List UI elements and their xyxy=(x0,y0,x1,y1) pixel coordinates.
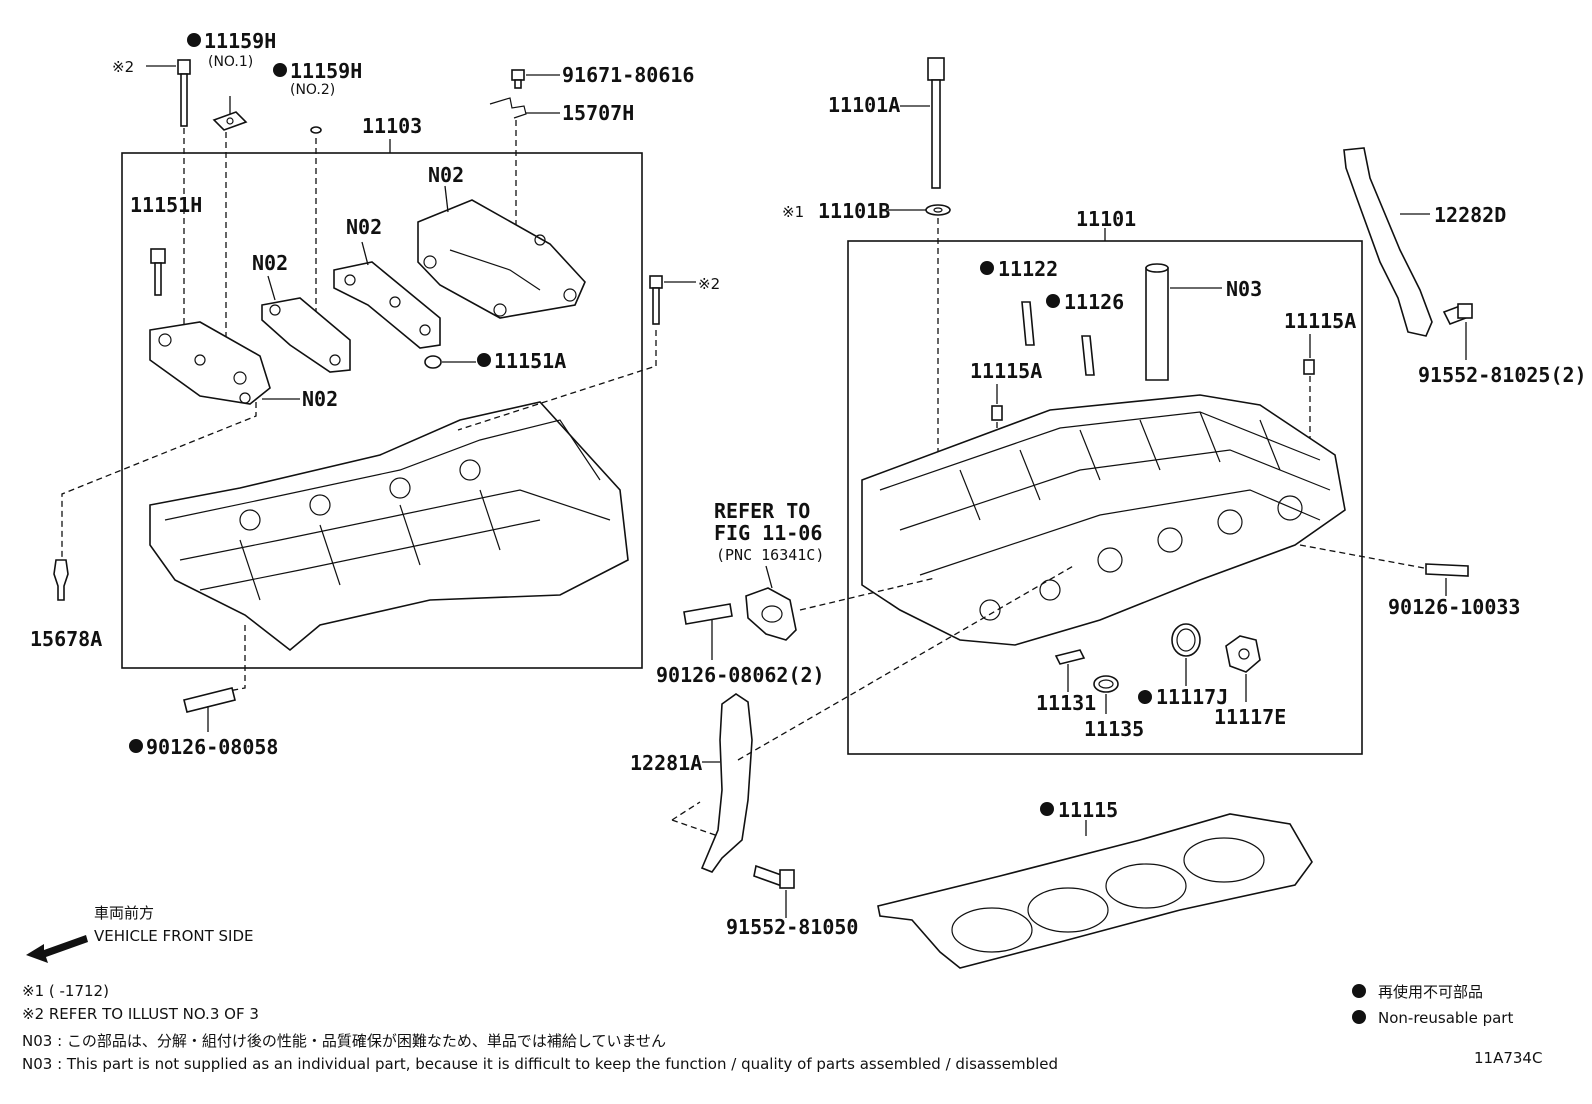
bearing-cap-icon xyxy=(333,261,441,349)
non-reusable-dot-icon xyxy=(1352,984,1366,998)
part-label-91552-81050: 91552-81050 xyxy=(726,915,858,939)
part-label-11135: 11135 xyxy=(1084,717,1144,741)
part-label-12282d: 12282D xyxy=(1434,203,1506,227)
part-label-11126: 11126 xyxy=(1064,290,1124,314)
head-bolt-icon xyxy=(900,57,945,189)
part-label-11117e: 11117E xyxy=(1214,705,1286,729)
non-reusable-dot-icon xyxy=(980,261,994,275)
part-label-11101b: 11101B xyxy=(818,199,890,223)
part-label-90126-08058: 90126-08058 xyxy=(146,735,278,759)
part-label-n02: N02 xyxy=(252,251,288,275)
non-reusable-dot-icon xyxy=(129,739,143,753)
bolt-icon xyxy=(649,275,696,325)
bearing-cap-icon xyxy=(417,199,586,319)
part-label-n02: N02 xyxy=(346,215,382,239)
non-reusable-dot-icon xyxy=(1040,802,1054,816)
bracket-icon xyxy=(1343,147,1433,337)
flange-gasket-icon xyxy=(745,565,797,641)
figure-id: 11A734C xyxy=(1474,1049,1542,1067)
part-label-11159h-no1: 11159H xyxy=(204,29,276,53)
dowel-icon xyxy=(1303,334,1315,450)
part-label-90126-08062: 90126-08062(2) xyxy=(656,663,825,687)
note-marker-1: ※1 xyxy=(782,203,804,221)
cap-plug-icon xyxy=(1225,635,1261,702)
non-reusable-dot-icon xyxy=(477,353,491,367)
pin-icon xyxy=(1081,335,1095,376)
refer-text: (PNC 16341C) xyxy=(716,546,824,564)
dowel-icon xyxy=(424,355,476,369)
part-label-11101: 11101 xyxy=(1076,207,1136,231)
bolt-icon xyxy=(753,864,795,918)
footnote-1: ※1 ( -1712) xyxy=(22,982,109,1000)
assembly-box-11103 xyxy=(121,152,643,669)
part-label-11131: 11131 xyxy=(1036,691,1096,715)
bolt-icon xyxy=(150,248,166,296)
direction-label-jp: 車両前方 xyxy=(94,904,154,922)
bracket-icon xyxy=(489,97,560,230)
part-label-n02: N02 xyxy=(428,163,464,187)
cylinder-head-icon xyxy=(861,394,1346,646)
pin-icon xyxy=(1021,301,1035,346)
washer-icon xyxy=(212,96,248,350)
legend-label-jp: 再使用不可部品 xyxy=(1378,983,1483,1001)
part-label-11117j: 11117J xyxy=(1156,685,1228,709)
legend-label-en: Non-reusable part xyxy=(1378,1009,1513,1027)
part-label-91552-81025: 91552-81025(2) xyxy=(1418,363,1587,387)
stud-bolt-icon xyxy=(183,687,236,732)
non-reusable-dot-icon xyxy=(273,63,287,77)
part-label-n03: N03 xyxy=(1226,277,1262,301)
refer-text: REFER TO xyxy=(714,499,810,523)
head-gasket-icon xyxy=(877,813,1313,969)
part-label-90126-10033: 90126-10033 xyxy=(1388,595,1520,619)
stud-bolt-icon xyxy=(683,603,733,660)
part-label-15678a: 15678A xyxy=(30,627,102,651)
plug-icon xyxy=(1054,649,1086,692)
bolt-icon xyxy=(177,59,191,345)
part-label-11115a: 11115A xyxy=(1284,309,1356,333)
non-reusable-dot-icon xyxy=(1046,294,1060,308)
part-sublabel-no2: (NO.2) xyxy=(290,82,335,98)
stud-bolt-icon xyxy=(1425,563,1469,596)
part-label-11115a: 11115A xyxy=(970,359,1042,383)
bolt-icon xyxy=(1442,303,1473,360)
camshaft-housing-icon xyxy=(149,401,629,652)
footnote-2: ※2 REFER TO ILLUST NO.3 OF 3 xyxy=(22,1005,259,1023)
bracket-icon xyxy=(700,693,753,873)
non-reusable-dot-icon xyxy=(187,33,201,47)
part-label-11151a: 11151A xyxy=(494,349,566,373)
bolt-icon xyxy=(511,69,560,89)
o-ring-icon xyxy=(1093,675,1119,714)
guide-cylinder-icon xyxy=(1145,263,1222,381)
refer-text: FIG 11-06 xyxy=(714,521,822,545)
part-label-n02: N02 xyxy=(302,387,338,411)
bearing-cap-icon xyxy=(149,321,271,405)
bearing-cap-icon xyxy=(261,297,351,373)
washer-icon xyxy=(310,126,322,320)
part-label-11159h-no2: 11159H xyxy=(290,59,362,83)
part-label-15707h: 15707H xyxy=(562,101,634,125)
part-label-11151h: 11151H xyxy=(130,193,202,217)
note-marker-2: ※2 xyxy=(112,58,134,76)
part-sublabel-no1: (NO.1) xyxy=(208,54,253,70)
footnote-n03-en: N03 : This part is not supplied as an in… xyxy=(22,1055,1058,1073)
gasket-ring-icon xyxy=(1171,623,1201,686)
front-arrow-icon xyxy=(26,935,88,963)
note-marker-2: ※2 xyxy=(698,275,720,293)
part-label-11101a: 11101A xyxy=(828,93,900,117)
non-reusable-dot-icon xyxy=(1138,690,1152,704)
footnote-n03-jp: N03 : この部品は、分解・組付け後の性能・品質確保が困難なため、単品では補給… xyxy=(22,1032,666,1050)
direction-label-en: VEHICLE FRONT SIDE xyxy=(94,927,254,945)
non-reusable-dot-icon xyxy=(1352,1010,1366,1024)
part-label-11115: 11115 xyxy=(1058,798,1118,822)
stud-icon xyxy=(53,559,69,601)
part-label-11103: 11103 xyxy=(362,114,422,138)
part-label-12281a: 12281A xyxy=(630,751,702,775)
part-label-91671-80616: 91671-80616 xyxy=(562,63,694,87)
part-label-11122: 11122 xyxy=(998,257,1058,281)
